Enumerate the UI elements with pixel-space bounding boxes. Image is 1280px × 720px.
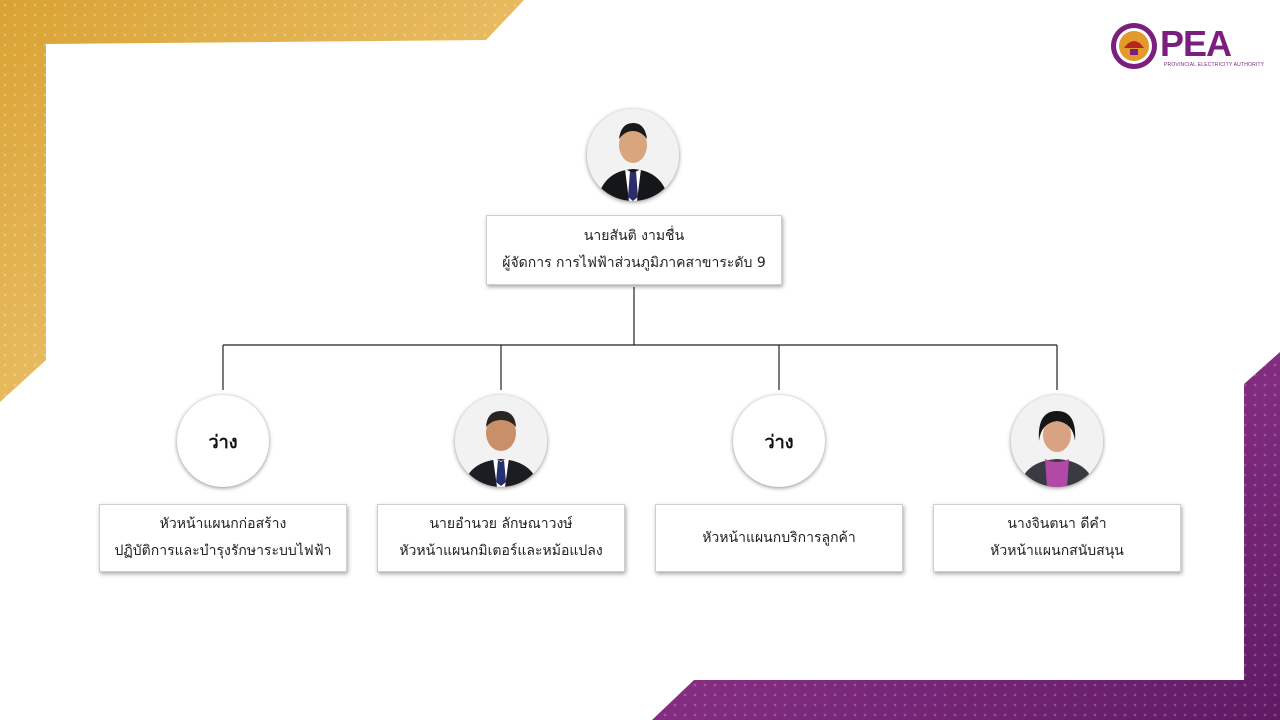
person-photo-icon — [455, 395, 547, 487]
department-line-1: หัวหน้าแผนกบริการลูกค้า — [702, 529, 856, 546]
vacant-label: ว่าง — [208, 431, 238, 453]
person-photo-icon — [587, 109, 679, 201]
department-line-1: หัวหน้าแผนกก่อสร้าง — [159, 516, 287, 532]
staff-position: หัวหน้าแผนกมิเตอร์และหม้อแปลง — [399, 543, 603, 559]
person-photo-icon — [1011, 395, 1103, 487]
staff-photo-2 — [455, 395, 547, 487]
department-box-3: หัวหน้าแผนกบริการลูกค้า — [655, 504, 903, 572]
staff-position: หัวหน้าแผนกสนับสนุน — [990, 543, 1124, 559]
pea-seal-icon — [1111, 23, 1157, 69]
department-box-4: นางจินตนา ดีคำ หัวหน้าแผนกสนับสนุน — [933, 504, 1181, 572]
vacant-label: ว่าง — [764, 431, 794, 453]
department-box-1: หัวหน้าแผนกก่อสร้าง ปฏิบัติการและบำรุงรั… — [99, 504, 347, 572]
logo-subtitle: PROVINCIAL ELECTRICITY AUTHORITY — [1164, 62, 1265, 68]
vacant-circle-3: ว่าง — [733, 395, 825, 487]
manager-position: ผู้จัดการ การไฟฟ้าส่วนภูมิภาคสาขาระดับ 9 — [502, 255, 766, 271]
manager-photo — [587, 109, 679, 201]
staff-photo-4 — [1011, 395, 1103, 487]
logo-text: PEA — [1160, 23, 1232, 64]
department-box-2: นายอำนวย ลักษณาวงษ์ หัวหน้าแผนกมิเตอร์แล… — [377, 504, 625, 572]
vacant-circle-1: ว่าง — [177, 395, 269, 487]
manager-box: นายสันติ งามชื่น ผู้จัดการ การไฟฟ้าส่วนภ… — [486, 215, 782, 285]
staff-name: นางจินตนา ดีคำ — [1007, 516, 1107, 532]
manager-name: นายสันติ งามชื่น — [583, 228, 685, 244]
staff-name: นายอำนวย ลักษณาวงษ์ — [429, 516, 573, 532]
pea-logo: PEA PROVINCIAL ELECTRICITY AUTHORITY — [1108, 22, 1264, 74]
department-line-2: ปฏิบัติการและบำรุงรักษาระบบไฟฟ้า — [114, 543, 332, 559]
